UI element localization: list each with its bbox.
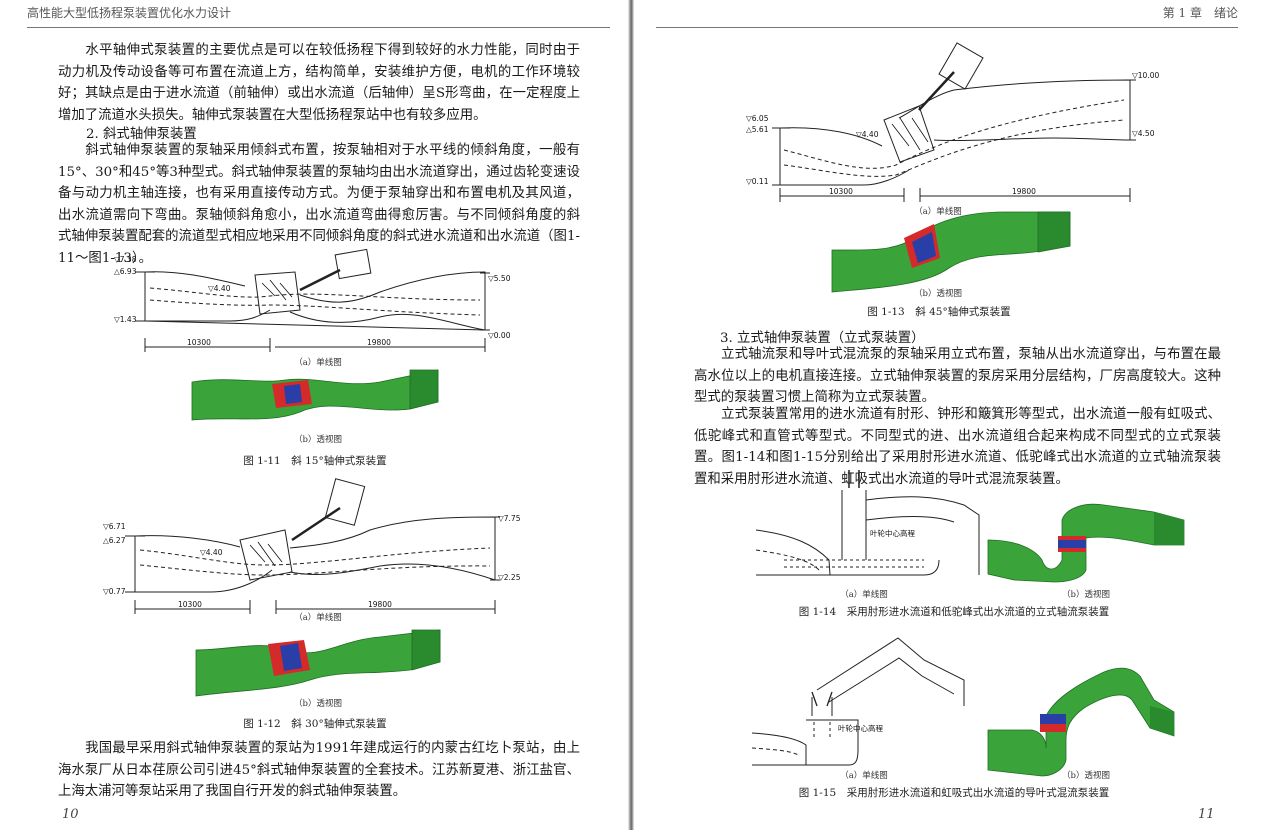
figure-1-15-sub-a: （a）单线图	[840, 771, 888, 781]
elev-label: ▽1.43	[114, 315, 137, 324]
elev-label: ▽0.00	[488, 331, 511, 340]
figure-1-13-caption: 图 1-13 斜 45°轴伸式泵装置	[867, 306, 1011, 318]
elev-label: ▽7.38	[114, 255, 137, 264]
elev-label: ▽0.77	[103, 587, 126, 596]
figure-1-13-sub-a: （a）单线图	[914, 207, 962, 217]
figure-1-15-perspective	[987, 667, 1175, 777]
elev-label: △6.27	[103, 536, 126, 545]
elev-label: ▽2.25	[498, 573, 521, 582]
paragraph-horizontal-pump: 水平轴伸式泵装置的主要优点是可以在较低扬程下得到较好的水力性能，同时由于动力机及…	[58, 43, 580, 123]
figure-1-14-caption: 图 1-14 采用肘形进水流道和低驼峰式出水流道的立式轴流泵装置	[798, 606, 1110, 618]
paragraph-channel-types: 立式泵装置常用的进水流道有肘形、钟形和簸箕形等型式，出水流道一般有虹吸式、低驼峰…	[694, 407, 1221, 487]
figure-1-12-sub-b: （b）透视图	[294, 699, 342, 709]
section-heading-vertical: 3. 立式轴伸泵装置（立式泵装置）	[720, 331, 925, 346]
dimension-label: 19800	[1012, 187, 1036, 196]
figure-1-15-sub-b: （b）透视图	[1062, 771, 1110, 781]
impeller-center-label: 叶轮中心高程	[838, 723, 883, 733]
figure-1-12-caption: 图 1-12 斜 30°轴伸式泵装置	[243, 718, 387, 730]
figure-1-11-caption: 图 1-11 斜 15°轴伸式泵装置	[243, 455, 387, 467]
elev-label: △6.93	[114, 267, 137, 276]
figure-1-14-sub-a: （a）单线图	[840, 590, 888, 600]
running-header-left: 高性能大型低扬程泵装置优化水力设计	[27, 6, 232, 20]
figure-1-15-caption: 图 1-15 采用肘形进水流道和虹吸式出水流道的导叶式混流泵装置	[798, 787, 1110, 799]
elev-label: ▽4.50	[1132, 129, 1155, 138]
elev-label: ▽4.40	[200, 548, 223, 557]
header-rule	[27, 27, 610, 28]
dimension-label: 19800	[367, 338, 391, 347]
left-page: 高性能大型低扬程泵装置优化水力设计 水平轴伸式泵装置的主要优点是可以在较低扬程下…	[0, 0, 628, 830]
figure-1-13-line-drawing: ▽6.05 △5.61 ▽4.40 ▽0.11 ▽10.00 ▽4.50 103…	[746, 42, 1159, 202]
dimension-label: 10300	[178, 600, 202, 609]
elev-label: ▽7.75	[498, 514, 521, 523]
header-rule	[656, 27, 1238, 28]
elev-label: ▽6.05	[746, 114, 769, 123]
figure-1-11-perspective	[191, 369, 439, 421]
page-number-left: 10	[62, 807, 79, 822]
elev-label: ▽0.11	[746, 177, 769, 186]
figure-1-13-sub-b: （b）透视图	[914, 289, 962, 299]
dimension-label: 10300	[829, 187, 853, 196]
figure-1-12-sub-a: （a）单线图	[294, 613, 342, 623]
running-header-right: 第 1 章 绪论	[1162, 6, 1238, 20]
elev-label: ▽4.40	[208, 284, 231, 293]
figure-1-11-sub-a: （a）单线图	[294, 358, 342, 368]
elev-label: ▽10.00	[1132, 71, 1159, 80]
book-gutter	[628, 0, 634, 830]
dimension-label: 10300	[187, 338, 211, 347]
elev-label: ▽6.71	[103, 522, 126, 531]
paragraph-vertical-pump: 立式轴流泵和导叶式混流泵的泵轴采用立式布置，泵轴从出水流道穿出，与布置在最高水位…	[694, 347, 1221, 406]
right-page: 第 1 章 绪论 ▽6.05 △5.	[634, 0, 1266, 830]
figure-1-14-perspective	[987, 503, 1185, 583]
elev-label: ▽5.50	[488, 274, 511, 283]
section-heading-inclined: 2. 斜式轴伸泵装置	[86, 127, 197, 142]
figure-1-12-line-drawing: ▽6.71 △6.27 ▽4.40 ▽0.77 ▽7.75 ▽2.25 1030…	[103, 478, 521, 614]
figure-1-12-perspective	[195, 629, 441, 697]
elev-label: △5.61	[746, 125, 769, 134]
figure-1-13-perspective	[831, 211, 1071, 293]
paragraph-inclined-pump: 斜式轴伸泵装置的泵轴采用倾斜式布置，按泵轴相对于水平线的倾斜角度，一般有15°、…	[58, 143, 580, 266]
elev-label: ▽4.40	[856, 130, 879, 139]
paragraph-first-station: 我国最早采用斜式轴伸泵装置的泵站为1991年建成运行的内蒙古红圪卜泵站，由上海水…	[58, 741, 580, 800]
page-number-right: 11	[1198, 807, 1215, 822]
impeller-center-label: 叶轮中心高程	[870, 528, 915, 538]
figure-1-11-sub-b: （b）透视图	[294, 435, 342, 445]
figure-1-15-line-drawing: 叶轮中心高程	[751, 637, 965, 766]
figure-1-14-sub-b: （b）透视图	[1062, 590, 1110, 600]
figure-1-14-line-drawing: 叶轮中心高程	[755, 470, 980, 576]
dimension-label: 19800	[368, 600, 392, 609]
figure-1-11-line-drawing: ▽7.38 △6.93 ▽4.40 ▽1.43 ▽5.50 ▽0.00 1030…	[114, 248, 511, 352]
